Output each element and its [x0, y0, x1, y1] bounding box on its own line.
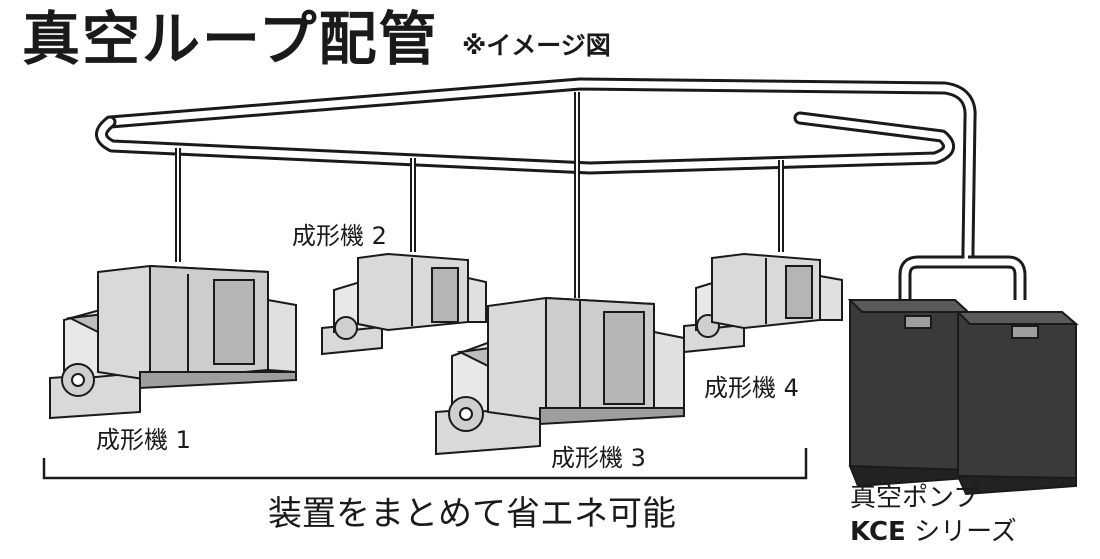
- machine-3-label: 成形機 3: [551, 444, 646, 472]
- summary-caption: 装置をまとめて省エネ可能: [268, 494, 676, 534]
- loop-pipe: [95, 77, 977, 257]
- molding-machine-1: [49, 264, 297, 420]
- machine-2-label: 成形機 2: [292, 222, 387, 250]
- molding-machine-3: [435, 296, 685, 456]
- vacuum-pump-left: [847, 299, 971, 488]
- machine-1-label: 成形機 1: [96, 426, 191, 454]
- machine-4-label: 成形機 4: [704, 374, 799, 402]
- pump-label: 真空ポンプ: [850, 483, 980, 513]
- page-title: 真空ループ配管: [22, 5, 439, 73]
- grouping-bracket: [42, 448, 808, 480]
- pump-series-suffix: シリーズ: [905, 517, 1017, 547]
- molding-machine-2: [321, 252, 487, 356]
- image-note: ※イメージ図: [462, 31, 611, 60]
- drop-pipes: [175, 92, 784, 298]
- vacuum-pump-right: [955, 311, 1079, 496]
- pump-series-code: KCE: [850, 517, 906, 547]
- molding-machine-4: [683, 252, 843, 354]
- pump-manifold: [898, 250, 1027, 300]
- pump-series-label: KCE シリーズ: [850, 516, 1017, 548]
